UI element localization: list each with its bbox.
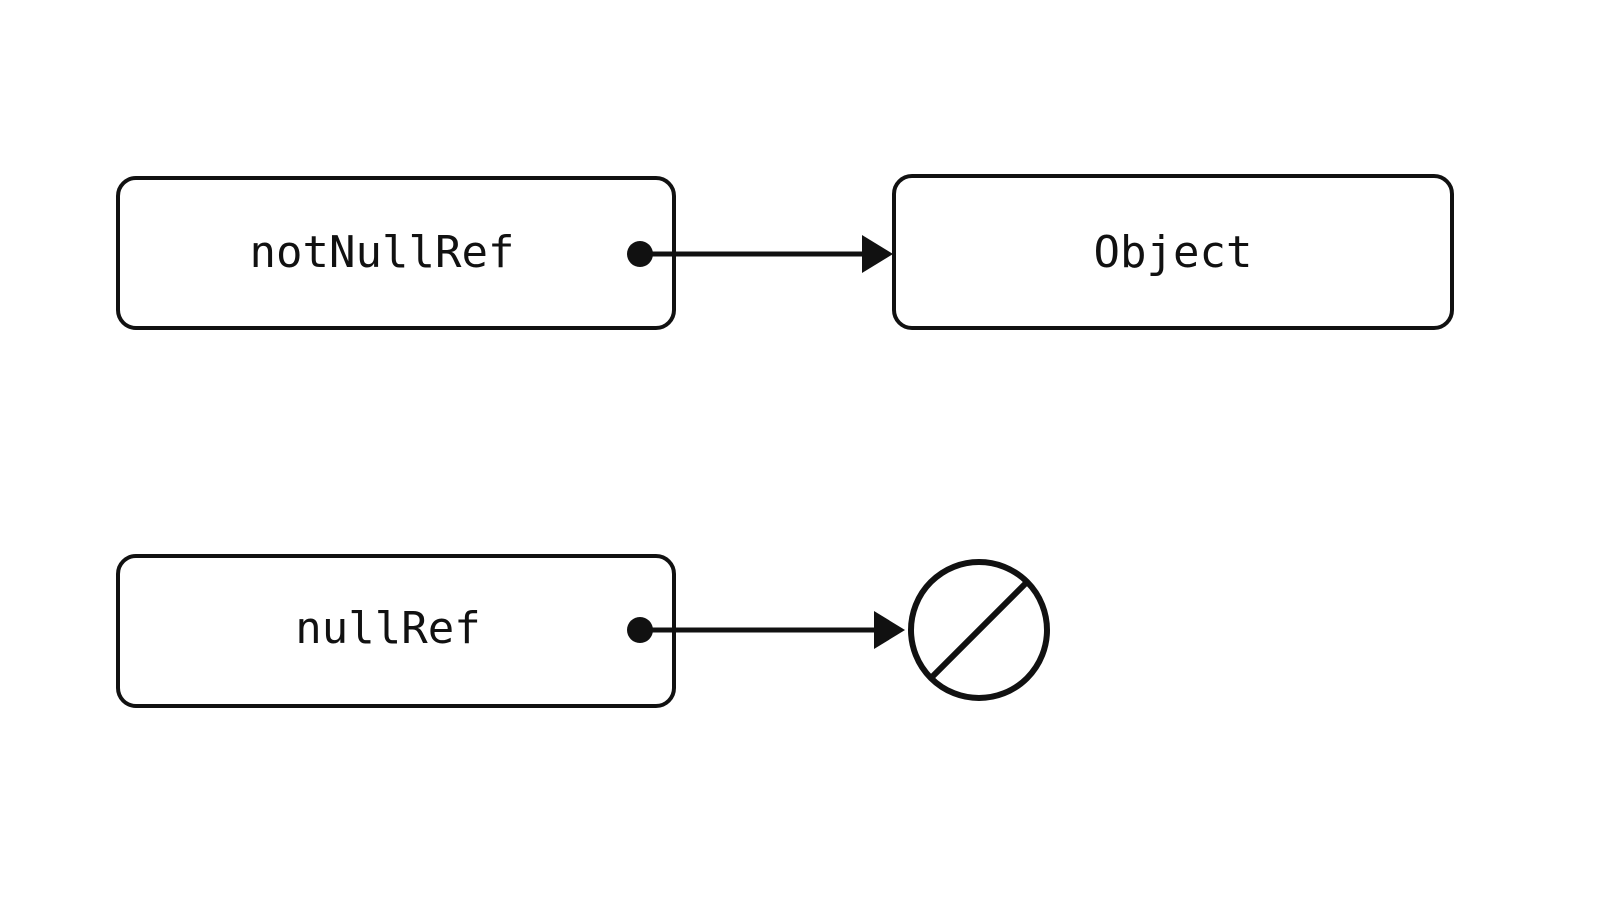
null-slash-line (928, 579, 1030, 681)
reference-arrow-icon (874, 611, 905, 649)
null-slashed-circle-icon[interactable] (908, 559, 1050, 701)
reference-arrow-icon (862, 235, 893, 273)
row-not-null: notNullRef Object (116, 174, 1454, 330)
row-null: nullRef (116, 554, 1050, 708)
not-null-ref-label: notNullRef (250, 227, 515, 278)
object-box[interactable] (892, 174, 1454, 330)
node-not-null-ref[interactable]: notNullRef (116, 176, 676, 330)
null-ref-label: nullRef (295, 603, 480, 654)
node-object[interactable]: Object (892, 174, 1454, 330)
object-label: Object (1094, 227, 1253, 278)
node-null-ref[interactable]: nullRef (116, 554, 676, 708)
